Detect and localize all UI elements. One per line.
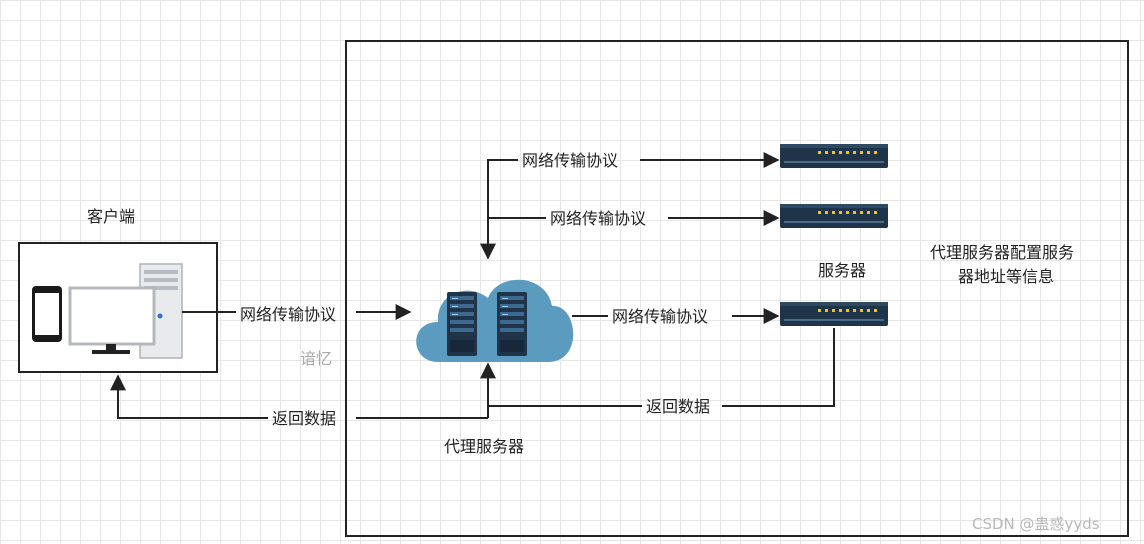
monitor-icon [68,286,156,354]
watermark-center: 谙忆 [300,349,332,368]
return-data-label-client: 返回数据 [272,409,336,428]
protocol-label-server-2: 网络传输协议 [550,209,646,228]
return-data-label-server: 返回数据 [646,397,710,416]
arrow-return-to-client [110,374,268,419]
network-switch-icon [780,204,888,228]
config-note-line-2: 器地址等信息 [958,267,1054,286]
arrow-proxy-branch [480,159,518,260]
rack-server-icon [497,292,527,356]
servers-label: 服务器 [818,261,866,280]
watermark-corner: CSDN @蛊惑yyds [972,515,1100,533]
config-note-line-1: 代理服务器配置服务 [930,243,1074,262]
protocol-label-client: 网络传输协议 [240,305,336,324]
client-label: 客户端 [87,207,135,226]
rack-server-icon [447,292,477,356]
phone-icon [32,286,62,342]
protocol-label-server-1: 网络传输协议 [522,151,618,170]
cloud-icon [416,279,574,362]
network-switch-icon [780,302,888,326]
proxy-domain-frame [345,40,1129,537]
return-line-server [722,328,835,407]
protocol-label-server-3: 网络传输协议 [612,307,708,326]
network-switch-icon [780,144,888,168]
proxy-server-label: 代理服务器 [444,437,524,456]
